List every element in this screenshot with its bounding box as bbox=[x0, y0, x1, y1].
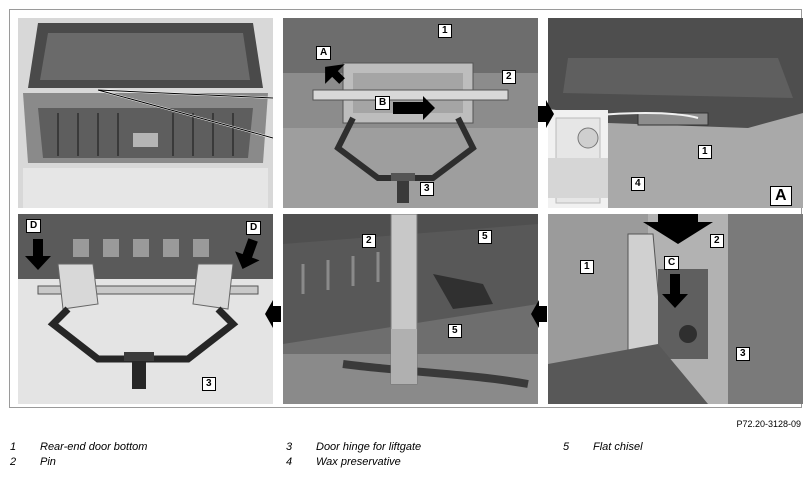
legend-text: Pin bbox=[40, 456, 56, 468]
callout-1: 1 bbox=[438, 24, 452, 38]
callout-3c: 3 bbox=[202, 377, 216, 391]
callout-2c: 2 bbox=[362, 234, 376, 248]
callout-5: 5 bbox=[478, 230, 492, 244]
legend-number: 1 bbox=[10, 441, 17, 453]
callout-3: 3 bbox=[420, 182, 434, 196]
panel-tag-a: A bbox=[770, 186, 792, 206]
legend-text: Door hinge for liftgate bbox=[316, 441, 422, 453]
legend-number: 2 bbox=[10, 456, 17, 468]
legend-number: 3 bbox=[286, 441, 293, 453]
letter-d-left: D bbox=[26, 219, 42, 233]
flow-arrow-left-icon-2 bbox=[265, 300, 281, 328]
reference-code: P72.20-3128-09 bbox=[736, 419, 801, 429]
photo-removed-hinge bbox=[18, 214, 273, 404]
figure-frame: 1 2 3 A B 1 4 A 2 1 3 C 2 5 5 3 D D bbox=[9, 9, 803, 408]
legend-text: Rear-end door bottom bbox=[40, 441, 148, 453]
legend: 1 Rear-end door bottom 2 Pin 3 Door hing… bbox=[0, 438, 811, 474]
letter-a: A bbox=[316, 46, 332, 60]
callout-5b: 5 bbox=[448, 324, 462, 338]
legend-text: Wax preservative bbox=[316, 456, 401, 468]
photo-trunk-overview bbox=[18, 18, 273, 208]
letter-d-right: D bbox=[246, 221, 262, 235]
flow-arrow-right-icon bbox=[538, 100, 554, 128]
callout-1c: 1 bbox=[580, 260, 594, 274]
legend-number: 4 bbox=[286, 456, 293, 468]
photo-wax-preservative bbox=[548, 18, 803, 208]
callout-1b: 1 bbox=[698, 145, 712, 159]
callout-2: 2 bbox=[502, 70, 516, 84]
callout-4: 4 bbox=[631, 177, 645, 191]
photo-flat-chisel bbox=[283, 214, 538, 404]
photo-hinge-removal bbox=[548, 214, 803, 404]
flow-arrow-left-icon bbox=[531, 300, 547, 328]
letter-b: B bbox=[375, 96, 391, 110]
callout-2b: 2 bbox=[710, 234, 724, 248]
callout-3b: 3 bbox=[736, 347, 750, 361]
legend-number: 5 bbox=[563, 441, 570, 453]
letter-c: C bbox=[664, 256, 680, 270]
legend-text: Flat chisel bbox=[593, 441, 643, 453]
